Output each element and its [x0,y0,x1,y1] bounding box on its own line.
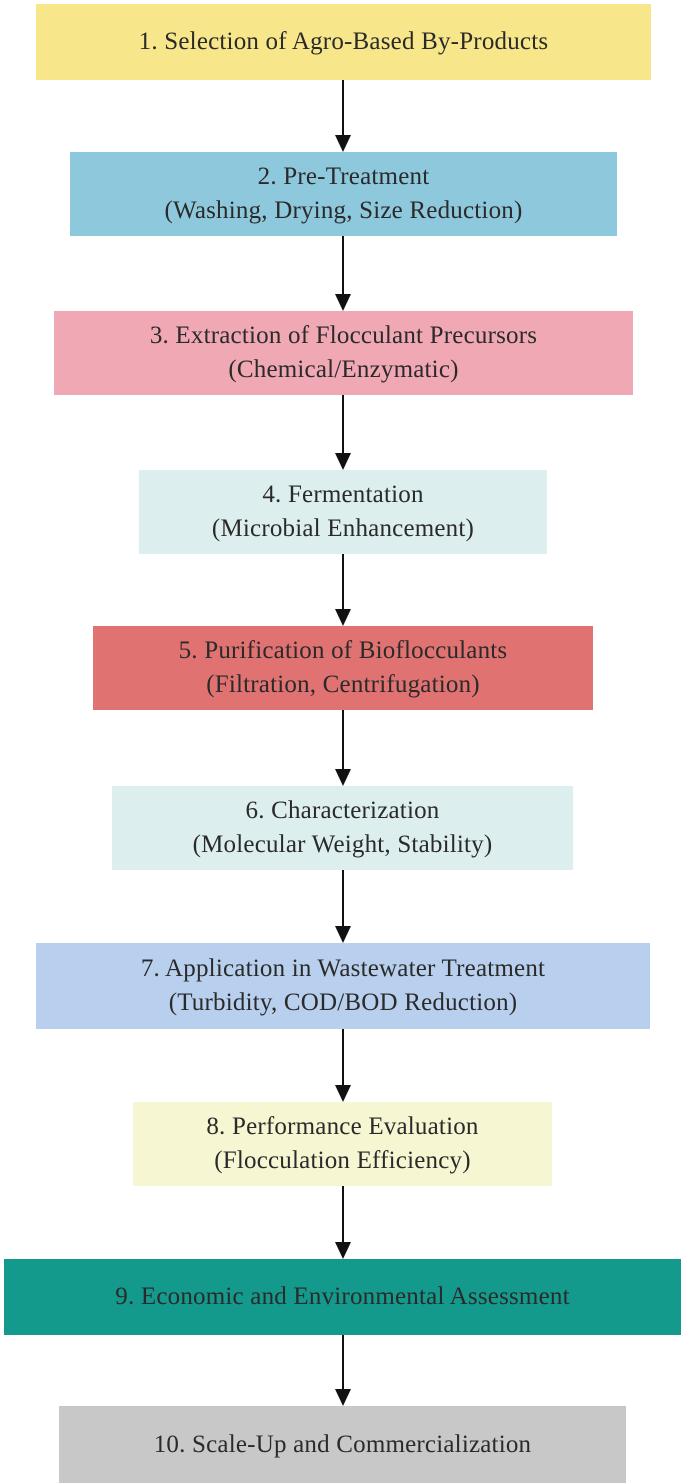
step-10-scale-up-box: 10. Scale-Up and Commercialization [59,1406,626,1483]
step-1-selection-box: 1. Selection of Agro-Based By-Products [36,4,651,80]
step-4-title: 4. Fermentation [262,481,424,508]
step-7-title: 7. Application in Wastewater Treatment [140,955,546,982]
step-8-performance-box: 8. Performance Evaluation (Flocculation … [133,1102,552,1186]
step-7-application-box: 7. Application in Wastewater Treatment (… [36,943,650,1029]
arrow-8-to-9 [335,1186,351,1259]
step-4-detail: (Microbial Enhancement) [211,515,475,542]
step-5-purification-box: 5. Purification of Bioflocculants (Filtr… [93,626,593,710]
arrow-5-to-6 [335,710,351,786]
step-8-title: 8. Performance Evaluation [206,1113,479,1140]
step-2-detail: (Washing, Drying, Size Reduction) [164,197,523,224]
step-5-title: 5. Purification of Bioflocculants [178,637,508,664]
step-3-extraction-box: 3. Extraction of Flocculant Precursors (… [54,311,633,395]
arrow-2-to-3 [335,236,351,311]
step-9-assessment-box: 9. Economic and Environmental Assessment [4,1259,681,1335]
step-6-characterization-box: 6. Characterization (Molecular Weight, S… [112,786,573,870]
step-7-detail: (Turbidity, COD/BOD Reduction) [168,989,518,1016]
step-10-title: 10. Scale-Up and Commercialization [153,1430,532,1458]
step-2-title: 2. Pre-Treatment [257,163,430,190]
arrow-6-to-7 [335,870,351,943]
step-1-title: 1. Selection of Agro-Based By-Products [138,28,549,55]
step-2-pre-treatment-box: 2. Pre-Treatment (Washing, Drying, Size … [70,152,617,236]
arrow-9-to-10 [335,1335,351,1406]
arrow-4-to-5 [335,554,351,626]
step-9-title: 9. Economic and Environmental Assessment [115,1283,570,1310]
step-8-detail: (Flocculation Efficiency) [214,1147,471,1174]
arrow-1-to-2 [335,80,351,152]
step-4-fermentation-box: 4. Fermentation (Microbial Enhancement) [139,470,547,554]
step-3-title: 3. Extraction of Flocculant Precursors [149,322,538,349]
arrow-7-to-8 [335,1029,351,1102]
step-6-detail: (Molecular Weight, Stability) [192,831,493,858]
step-3-detail: (Chemical/Enzymatic) [228,356,459,383]
step-5-detail: (Filtration, Centrifugation) [206,671,480,698]
arrow-3-to-4 [335,395,351,470]
step-6-title: 6. Characterization [245,797,440,824]
